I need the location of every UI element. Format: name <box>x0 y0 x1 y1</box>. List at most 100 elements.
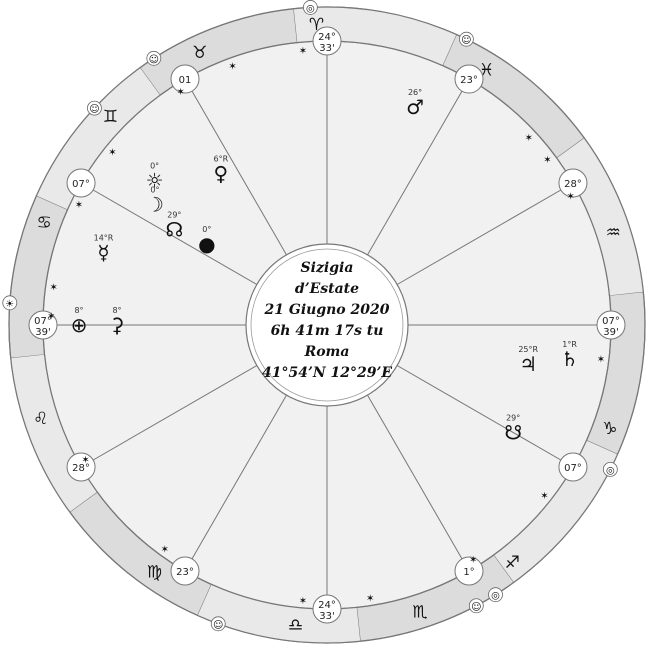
house-cusp-line <box>184 394 287 572</box>
zodiac-sign-icon: ♐ <box>505 553 520 573</box>
star-icon: ✶ <box>108 147 116 158</box>
house-cusp-circle <box>312 26 342 56</box>
ceres-icon: ⚳ <box>110 313 125 337</box>
house-cusp-label: 01 <box>179 75 192 86</box>
center-line-5: Roma <box>304 344 350 360</box>
north-node-degree-label: 29° <box>167 211 181 220</box>
house-cusp-label: 28° <box>564 179 582 190</box>
house-cusp-circle <box>170 556 200 586</box>
house-cusp-line <box>80 365 258 468</box>
zodiac-sign-icon: ♊ <box>103 107 118 127</box>
saturn-icon: ♄ <box>561 347 579 371</box>
ceres-degree-label: 8° <box>112 306 121 315</box>
house-cusp-circle <box>558 452 588 482</box>
sun-degree-label: 0° <box>150 161 159 170</box>
outer-mark-bg <box>602 461 618 477</box>
outer-mark-icon: ☺ <box>213 620 223 631</box>
zodiac-sign-icon: ♏ <box>412 602 427 622</box>
planets: ♀6°R☼0°☽0°☊29°●0°☿14°R⊕8°⚳8°♂26°♄1°R♃25°… <box>71 88 579 444</box>
moon-degree-label: 0° <box>150 186 159 195</box>
house-cusp-circle <box>170 64 200 94</box>
house-cusp-label: 07° <box>34 316 52 327</box>
house-cusp-label: 1° <box>463 567 474 578</box>
chart-center: Sizigia d’Estate 21 Giugno 2020 6h 41m 1… <box>245 243 409 407</box>
house-cusp-label-minutes: 33' <box>319 43 334 54</box>
ring-band <box>197 584 361 643</box>
outer-mark-icon: ◎ <box>606 465 615 476</box>
house-cusp-circle <box>596 310 626 340</box>
outer-mark-icon: ◎ <box>306 3 315 14</box>
outer-mark-bg <box>468 598 484 614</box>
outer-mark-bg <box>459 31 474 47</box>
house-cusp-circle <box>558 168 588 198</box>
south-node-icon: ☋ <box>504 421 522 445</box>
outer-mark-icon: ☺ <box>149 54 159 65</box>
center-line-2: d’Estate <box>295 281 359 297</box>
zodiac-sign-icon: ♉ <box>192 43 207 63</box>
star-icon: ✶ <box>161 544 169 555</box>
house-cusp-circle <box>66 168 96 198</box>
house-cusp-circle <box>454 64 484 94</box>
house-cusp-line <box>367 78 470 256</box>
star-icon: ✶ <box>299 596 307 607</box>
moon-icon: ☽ <box>146 193 164 217</box>
outer-mark-bg <box>146 50 162 66</box>
zodiac-sign-icon: ♑ <box>602 419 617 439</box>
zodiac-sign-icon: ♌ <box>33 409 48 429</box>
house-cusp-label: 07° <box>564 463 582 474</box>
zodiac-sign-icon: ♍ <box>147 563 162 583</box>
venus-degree-label: 6°R <box>214 154 229 163</box>
star-icon: ✶ <box>540 491 548 502</box>
outer-mark-icon: ◎ <box>491 591 500 602</box>
outer-mark-bg <box>87 100 102 116</box>
star-icon: ✶ <box>543 155 551 166</box>
outer-mark-icon: ☺ <box>471 602 481 613</box>
house-cusp-label: 23° <box>176 567 194 578</box>
outer-mark-bg <box>2 295 18 311</box>
outer-mark-bg <box>488 587 503 603</box>
south-node-degree-label: 29° <box>506 414 520 423</box>
star-icon: ✶ <box>75 200 83 211</box>
house-cusp-label-minutes: 39' <box>35 327 50 338</box>
ring-band <box>293 6 457 66</box>
star-icon: ✶ <box>177 87 185 98</box>
star-icon: ✶ <box>525 133 533 144</box>
jupiter-degree-label: 25°R <box>518 345 538 354</box>
outer-mark-bg <box>210 616 226 632</box>
outer-mark-icon: ☀ <box>5 299 14 310</box>
mars-degree-label: 26° <box>408 88 422 97</box>
house-cusp-line <box>367 394 470 572</box>
house-cusp-label: 07° <box>72 179 90 190</box>
earth-icon: ⊕ <box>71 313 88 337</box>
star-icon: ✶ <box>228 62 236 73</box>
house-cusp-label: 24° <box>318 32 336 43</box>
venus-icon: ♀ <box>214 161 229 185</box>
zodiac-sign-icon: ♋ <box>37 213 52 233</box>
black-moon-degree-label: 0° <box>202 225 211 234</box>
jupiter-icon: ♃ <box>519 352 537 376</box>
house-cusp-circle <box>66 452 96 482</box>
fixed-stars: ✶✶✶✶✶✶✶✶✶✶✶✶✶✶✶✶✶ <box>47 46 605 607</box>
star-icon: ✶ <box>469 555 477 566</box>
house-cusp-label-minutes: 33' <box>319 611 334 622</box>
center-line-4: 6h 41m 17s tu <box>271 323 384 339</box>
outer-mark-bg <box>302 0 318 15</box>
house-cusp-label: 24° <box>318 600 336 611</box>
house-cusp-line <box>396 182 574 285</box>
sun-icon: ☼ <box>146 168 164 192</box>
house-cusp-circle <box>454 556 484 586</box>
star-icon: ✶ <box>299 46 307 57</box>
saturn-degree-label: 1°R <box>562 340 577 349</box>
earth-degree-label: 8° <box>74 306 83 315</box>
center-line-1: Sizigia <box>301 260 354 276</box>
house-cusp-line <box>184 78 287 256</box>
star-icon: ✶ <box>566 191 574 202</box>
mercury-icon: ☿ <box>97 240 109 264</box>
outer-circle-edge <box>8 6 646 644</box>
center-line-3: 21 Giugno 2020 <box>264 302 390 318</box>
house-cusp-label: 28° <box>72 463 90 474</box>
mercury-degree-label: 14°R <box>94 233 114 242</box>
house-cusp-label: 23° <box>460 75 478 86</box>
house-cusp-label-minutes: 39' <box>603 327 618 338</box>
